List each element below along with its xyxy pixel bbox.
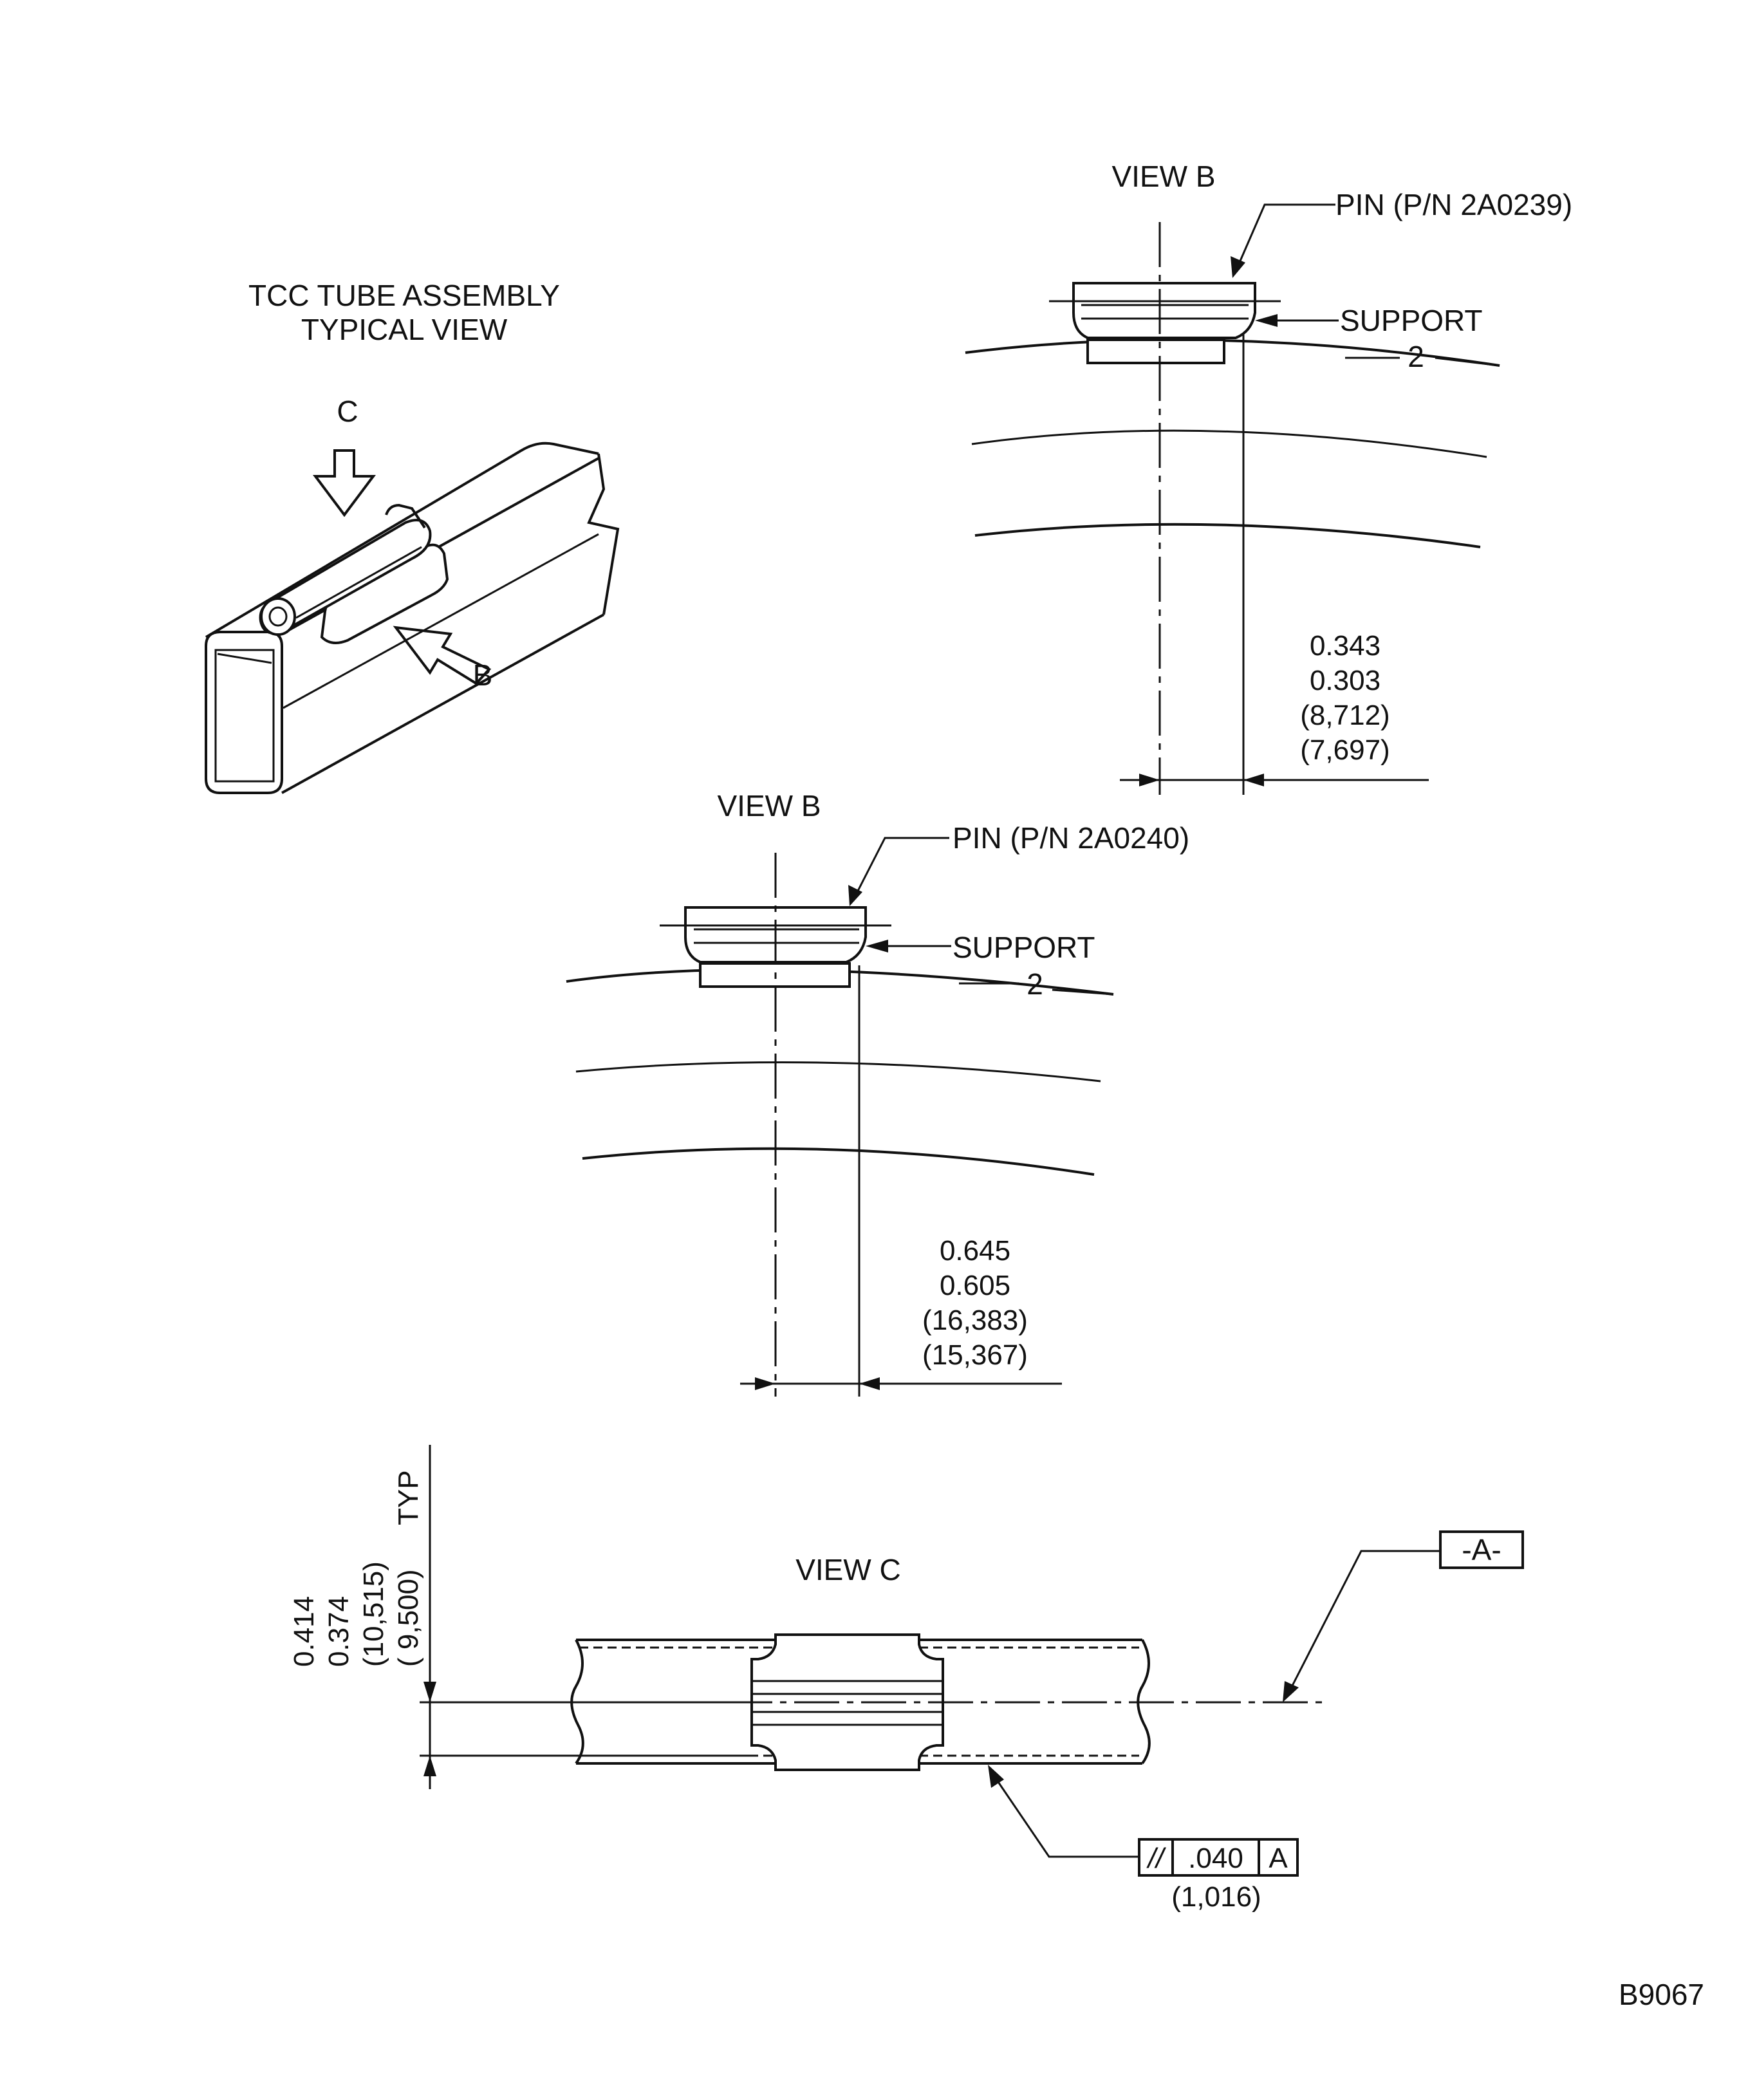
view-b-upper-title: VIEW B [1111,160,1215,193]
tolerance-metric: (1,016) [1171,1881,1261,1913]
iso-title-line1: TCC TUBE ASSEMBLY [248,279,560,312]
tolerance-datum-ref: A [1269,1843,1288,1874]
arrow-b [393,626,492,685]
view-c-height-dim-line3: (10,515) [358,1561,389,1667]
view-c-height-dim-line4: ( 9,500) [393,1569,424,1667]
view-b-upper: VIEW B 0.343 0.303 (8,712) (7,697) PIN (… [965,160,1572,795]
view-b-lower: VIEW B 0.645 0.605 (16,383) (15,367) PIN… [566,789,1189,1397]
view-c-height-dim-line2: 0.374 [323,1596,355,1667]
view-b-lower-dim-line4: (15,367) [922,1339,1028,1371]
view-c-height-dim-typ: TYP [393,1470,424,1525]
iso-assembly-view: TCC TUBE ASSEMBLY TYPICAL VIEW [205,279,620,794]
view-b-lower-title: VIEW B [717,789,821,822]
pin-support-iso [259,503,449,644]
view-b-lower-dim-line1: 0.645 [940,1235,1010,1267]
arrow-b-label: B [473,658,493,692]
view-b-lower-support-label: SUPPORT [953,931,1095,964]
datum-a-box: -A- [1439,1530,1524,1569]
view-c-title: VIEW C [795,1553,901,1586]
view-b-upper-dim-line3: (8,712) [1300,700,1390,731]
iso-title-line2: TYPICAL VIEW [301,313,508,346]
datum-a-label: -A- [1462,1533,1501,1566]
view-b-upper-dim-line4: (7,697) [1300,734,1390,766]
tolerance-frame: // .040 A (1,016) [1138,1838,1299,1913]
view-b-lower-support-number: 2 [1027,967,1043,1001]
view-c-height-dim-line1: 0.414 [288,1596,320,1667]
view-c: VIEW C 0.414 0.374 (10,515) ( 9,500) TYP [288,1445,1524,1913]
arrow-c [313,449,376,517]
view-b-lower-pin-label: PIN (P/N 2A0240) [953,821,1189,855]
view-b-upper-support-number: 2 [1408,340,1424,373]
view-b-upper-dim-line2: 0.303 [1310,665,1380,696]
view-b-lower-dim-line3: (16,383) [922,1305,1028,1336]
tolerance-value: .040 [1188,1843,1243,1874]
view-b-upper-pin-label: PIN (P/N 2A0239) [1335,188,1572,221]
drawing-number: B9067 [1619,1978,1704,2011]
arrow-c-label: C [337,395,358,428]
tolerance-symbol: // [1146,1843,1166,1874]
view-b-lower-dim-line2: 0.605 [940,1270,1010,1301]
view-b-upper-dim-line1: 0.343 [1310,630,1380,662]
view-b-upper-support-label: SUPPORT [1340,304,1483,337]
